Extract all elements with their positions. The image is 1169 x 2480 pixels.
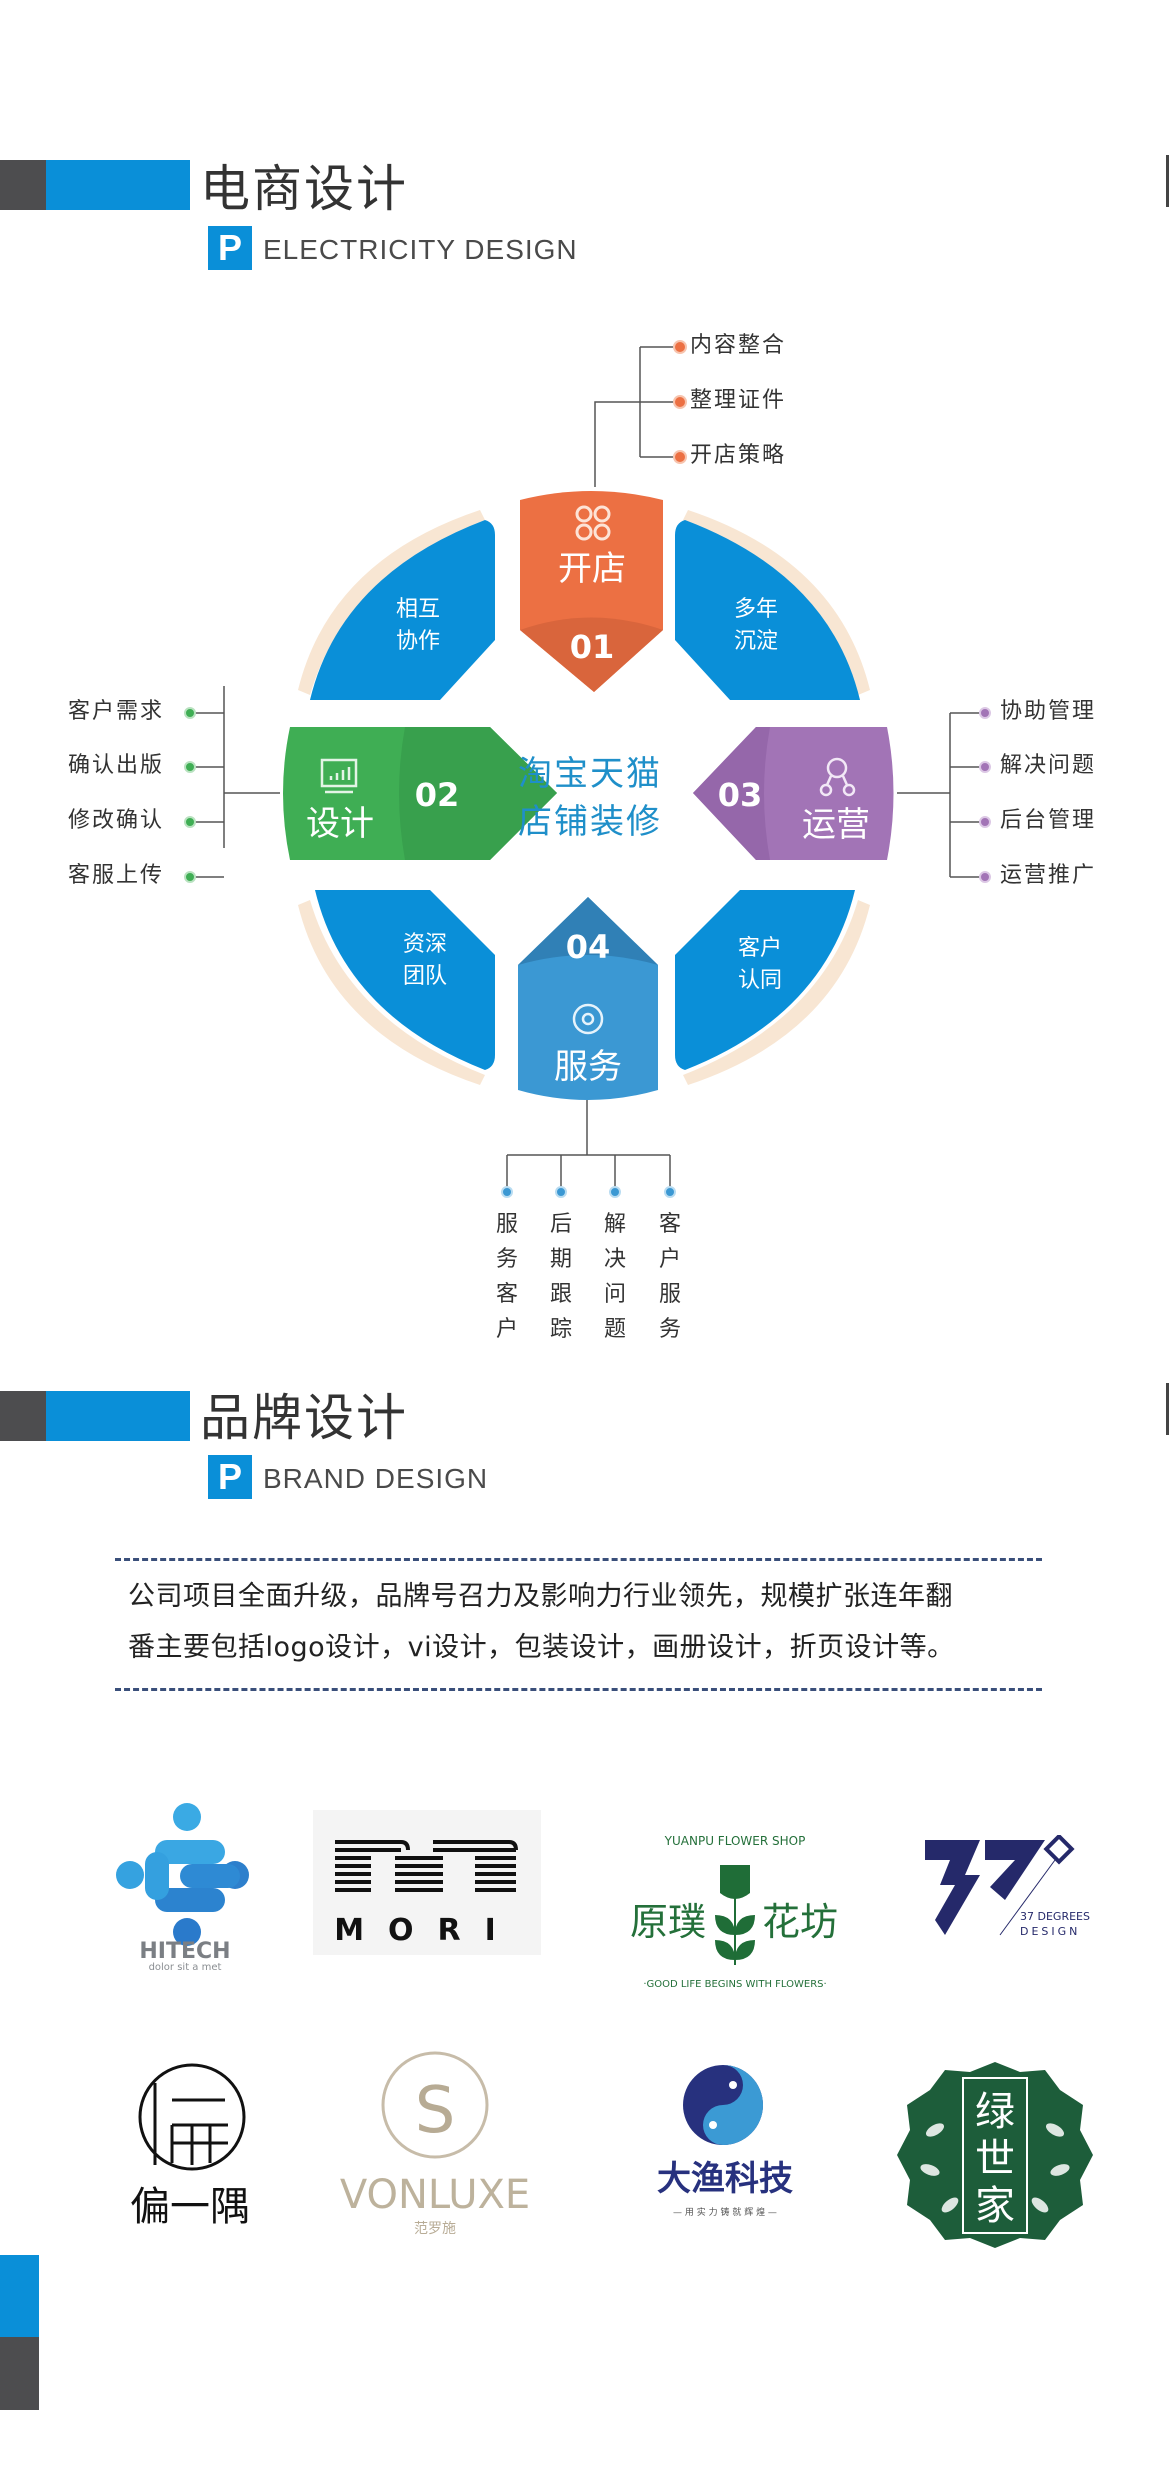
svg-text:·GOOD LIFE BEGINS WITH FLOWERS: ·GOOD LIFE BEGINS WITH FLOWERS· (643, 1979, 826, 1990)
logo-yuanpu-flower-shop: YUANPU FLOWER SHOP 原璞 花坊 ·GOOD LIFE BEGI… (630, 1834, 838, 1990)
wedge-top-right (675, 510, 870, 700)
wedge-top-left (298, 510, 495, 700)
footer-accent-blue (0, 2255, 39, 2337)
wedge-text: 沉淀 (734, 629, 778, 654)
svg-text:花坊: 花坊 (762, 1900, 838, 1944)
ecommerce-process-diagram: 相互 协作 多年 沉淀 资深 团队 客户 认同 开店 01 设计 02 (184, 340, 991, 1198)
wedge-bottom-left (298, 890, 495, 1085)
logo-37-degrees: 37 DEGREES DESIGN (925, 1835, 1090, 1938)
svg-text:服务: 服务 (554, 1047, 622, 1087)
svg-text:大渔科技: 大渔科技 (657, 2159, 793, 2199)
step-01-open-store: 开店 01 (520, 491, 663, 692)
section-subtitle-ecommerce: ELECTRICITY DESIGN (263, 234, 578, 265)
design-item: 修改确认 (68, 808, 165, 833)
svg-text:家: 家 (975, 2183, 1015, 2229)
p-badge: P (208, 226, 252, 270)
svg-text:YUANPU FLOWER SHOP: YUANPU FLOWER SHOP (664, 1834, 806, 1848)
logo-vonluxe: S VONLUXE 范罗施 (340, 2051, 530, 2237)
brand-description-line2: 番主要包括logo设计，vi设计，包装设计，画册设计，折页设计等。 (128, 1632, 955, 1663)
svg-text:S: S (415, 2074, 456, 2148)
step-02-design: 设计 02 (283, 727, 557, 860)
header-accent-blue (46, 1391, 190, 1441)
logo-dayu-tech: 大渔科技 — 用 实 力 铸 就 辉 煌 — (657, 2065, 793, 2218)
svg-text:世: 世 (975, 2136, 1015, 2182)
right-edge-line (1166, 1383, 1169, 1435)
center-title-line1: 淘宝天猫 (518, 754, 662, 794)
center-title-line2: 店铺装修 (518, 802, 662, 842)
logo-mori: MORI (313, 1810, 541, 1955)
operations-item: 协助管理 (1000, 699, 1097, 724)
service-item: 解决问题 (603, 1212, 626, 1342)
section-title-brand: 品牌设计 (200, 1389, 408, 1447)
design-item: 客户需求 (68, 699, 165, 724)
operations-item: 解决问题 (1000, 753, 1097, 778)
open-store-item: 内容整合 (690, 333, 787, 358)
divider-bottom (115, 1688, 1042, 1691)
logo-pian-yi-yu: 偏一隅 (130, 2063, 250, 2230)
step-04-service: 服务 04 (518, 897, 658, 1100)
wedge-text: 认同 (738, 968, 782, 993)
bullet-dots-blue (501, 1186, 676, 1198)
svg-text:范罗施: 范罗施 (414, 2220, 456, 2237)
svg-text:dolor sit a met: dolor sit a met (149, 1962, 222, 1970)
brand-description-line1: 公司项目全面升级，品牌号召力及影响力行业领先，规模扩张连年翻 (128, 1581, 953, 1612)
logo-lv-shi-jia: 绿 世 家 (897, 2062, 1093, 2248)
wedge-bottom-right (675, 890, 870, 1085)
svg-text:设计: 设计 (306, 804, 374, 844)
svg-text:偏一隅: 偏一隅 (130, 2184, 250, 2230)
wedge-text: 资深 (403, 932, 447, 957)
header-accent-gray (0, 1391, 46, 1441)
svg-text:MORI: MORI (334, 1913, 520, 1948)
svg-text:37 DEGREES: 37 DEGREES (1020, 1910, 1090, 1923)
step-03-operations: 运营 03 (693, 727, 894, 860)
svg-text:— 用 实 力 铸 就 辉 煌 —: — 用 实 力 铸 就 辉 煌 — (673, 2206, 777, 2218)
svg-text:03: 03 (718, 776, 763, 814)
p-badge: P (208, 1455, 252, 1499)
design-item: 确认出版 (68, 753, 165, 778)
monitor-chart-icon (320, 758, 358, 794)
bullet-dots-purple (979, 707, 991, 883)
wedge-text: 客户 (738, 936, 782, 961)
svg-text:DESIGN: DESIGN (1020, 1925, 1080, 1938)
svg-text:HITECH: HITECH (139, 1939, 230, 1964)
service-item: 后期跟踪 (549, 1212, 572, 1342)
operations-item: 运营推广 (1000, 863, 1097, 888)
bullet-dots-green (184, 707, 196, 883)
design-item: 客服上传 (68, 863, 165, 888)
svg-text:02: 02 (415, 776, 460, 814)
svg-text:绿: 绿 (975, 2089, 1015, 2135)
header-accent-blue (46, 160, 190, 210)
divider-top (115, 1558, 1042, 1561)
gear-icon (572, 1003, 604, 1035)
section-title-ecommerce: 电商设计 (200, 160, 408, 218)
svg-text:VONLUXE: VONLUXE (340, 2172, 530, 2218)
svg-text:运营: 运营 (802, 805, 870, 845)
wedge-text: 团队 (403, 964, 447, 989)
operations-item: 后台管理 (1000, 808, 1097, 833)
wedge-text: 多年 (734, 597, 778, 622)
open-store-item: 开店策略 (690, 443, 787, 468)
wedge-text: 相互 (396, 597, 440, 622)
logo-hitech: HITECH dolor sit a met (116, 1803, 249, 1970)
open-store-item: 整理证件 (690, 388, 787, 413)
clover-icon (575, 505, 611, 541)
mori-mark: MORI (334, 1840, 520, 1948)
share-nodes-icon (819, 757, 856, 797)
right-edge-line (1166, 155, 1169, 207)
svg-text:01: 01 (570, 628, 615, 666)
svg-text:开店: 开店 (558, 549, 626, 589)
service-item: 客户服务 (658, 1212, 681, 1342)
service-item: 服务客户 (495, 1212, 518, 1342)
header-accent-gray (0, 160, 46, 210)
footer-accent-gray (0, 2337, 39, 2410)
svg-text:04: 04 (566, 928, 611, 966)
bullet-dots-orange (673, 340, 687, 464)
section-subtitle-brand: BRAND DESIGN (263, 1463, 489, 1494)
wedge-text: 协作 (396, 629, 440, 654)
svg-text:原璞: 原璞 (630, 1900, 706, 1944)
